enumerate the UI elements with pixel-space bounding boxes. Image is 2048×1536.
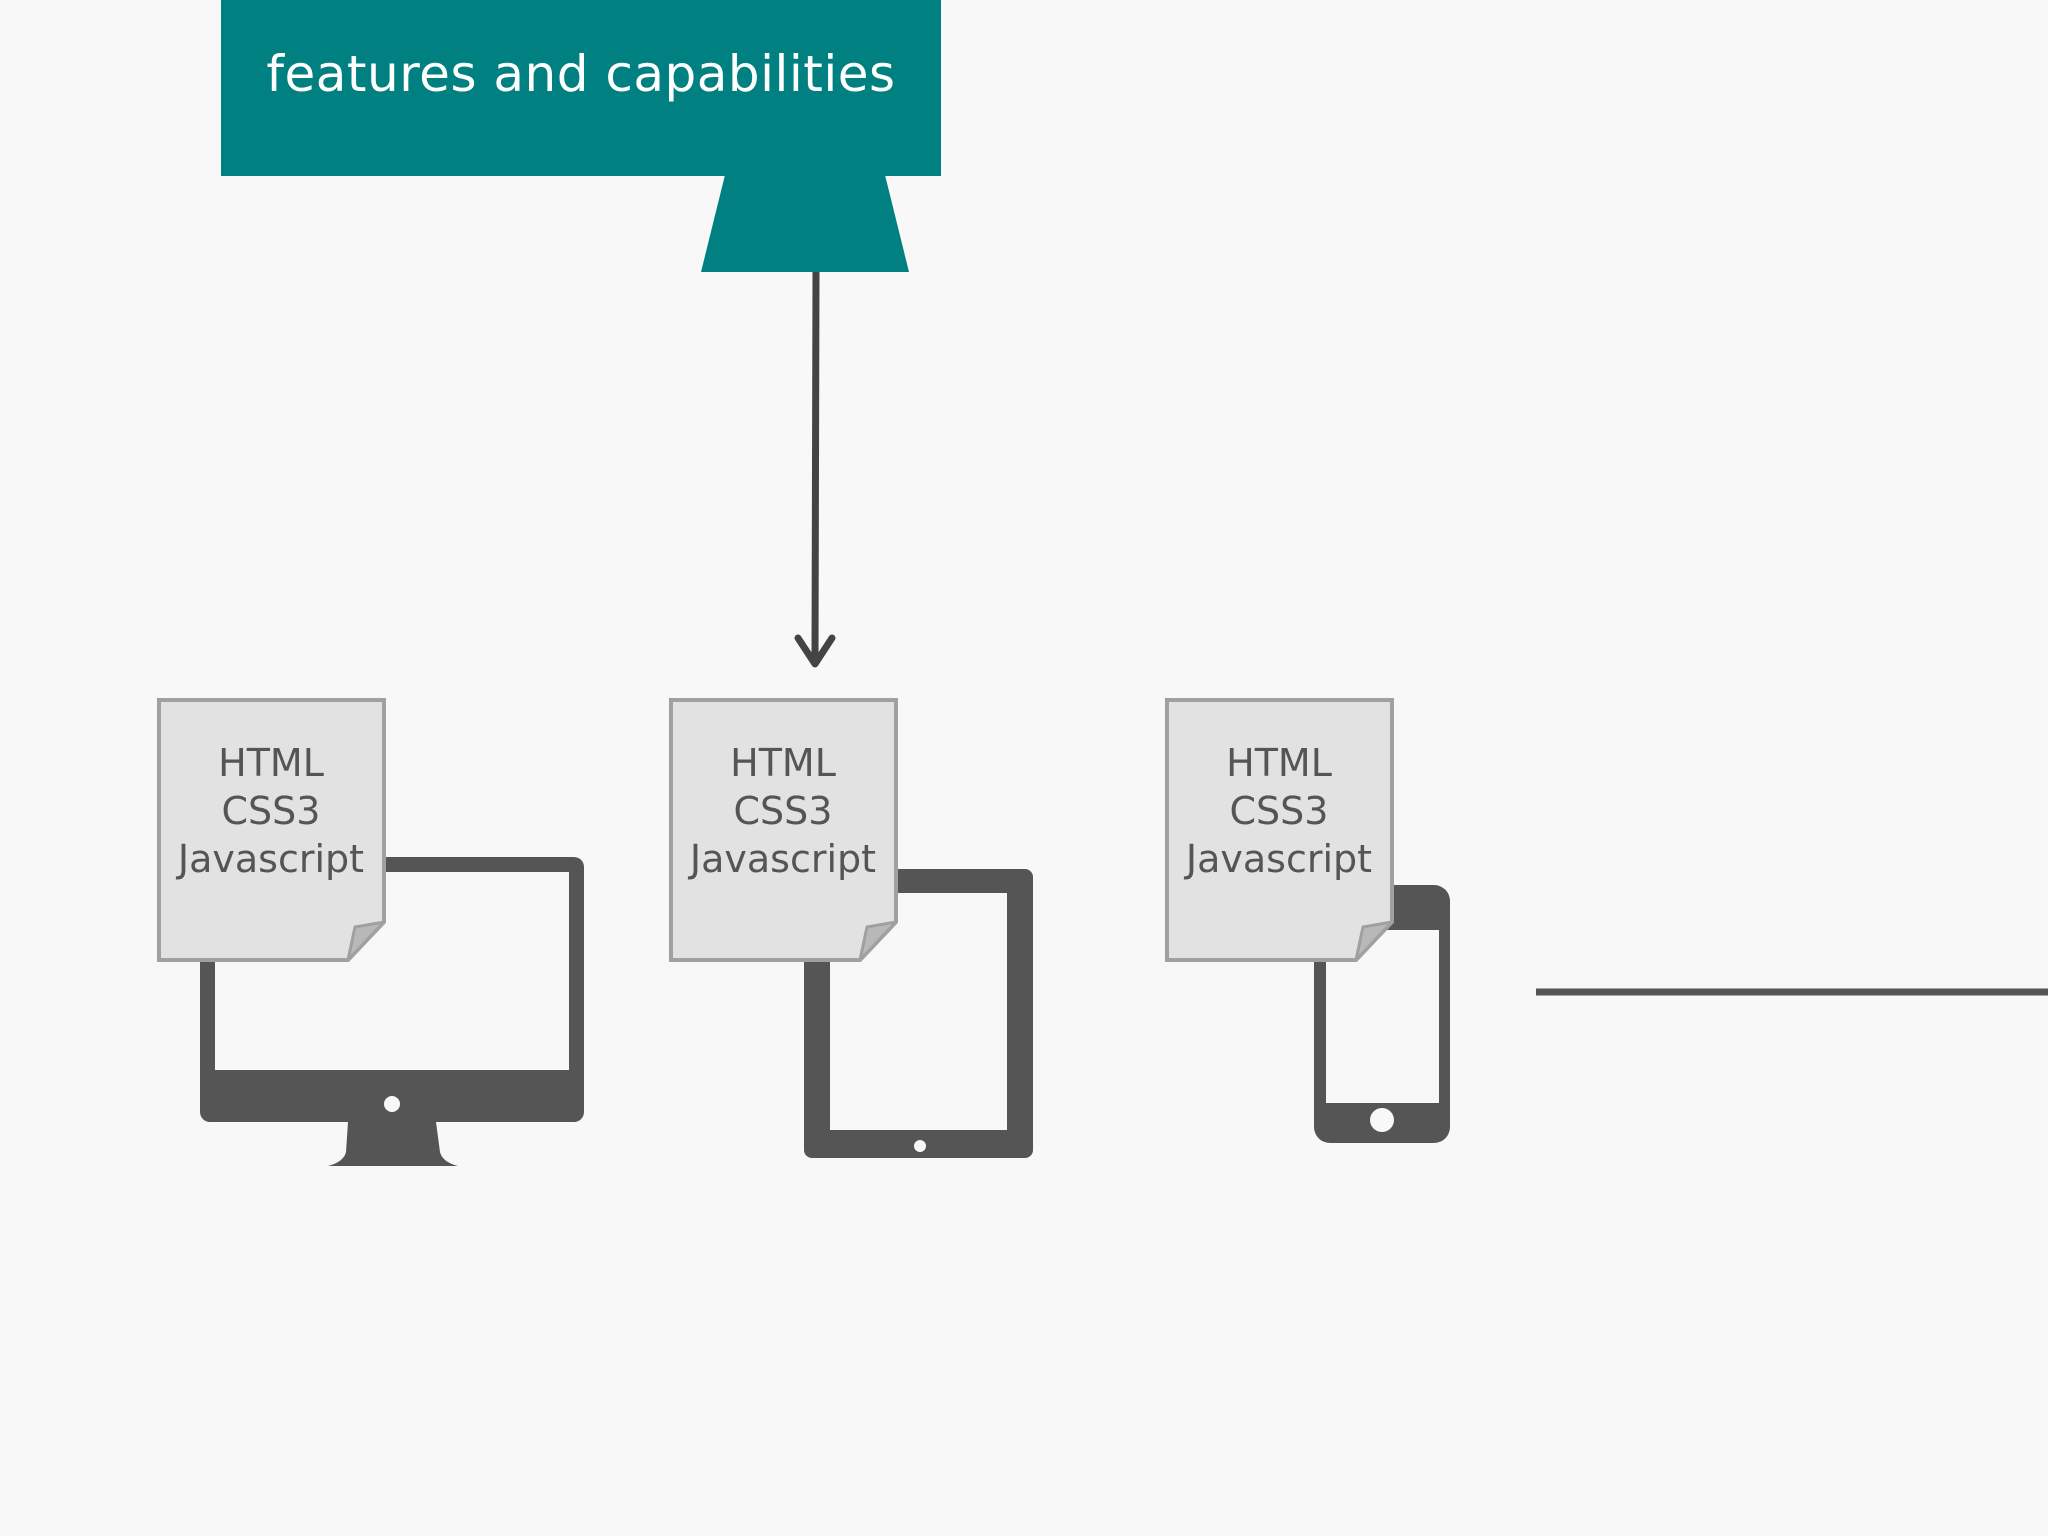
document-card [157, 698, 386, 962]
document-text-desktop: HTML CSS3 Javascript [159, 739, 383, 883]
document-text-phone: HTML CSS3 Javascript [1167, 739, 1391, 883]
desktop-monitor-icon [200, 857, 584, 1166]
document-card [1165, 698, 1394, 962]
doc-line-html: HTML [1226, 741, 1332, 785]
doc-line-css3: CSS3 [1229, 789, 1329, 833]
doc-line-html: HTML [730, 741, 836, 785]
doc-line-css3: CSS3 [221, 789, 321, 833]
banner-title: features and capabilities [266, 45, 896, 103]
doc-line-javascript: Javascript [1185, 837, 1373, 881]
doc-line-css3: CSS3 [733, 789, 833, 833]
down-arrow [794, 271, 836, 668]
doc-line-html: HTML [218, 741, 324, 785]
smartphone-icon [1314, 885, 1450, 1143]
doc-line-javascript: Javascript [689, 837, 877, 881]
doc-line-javascript: Javascript [177, 837, 365, 881]
document-text-tablet: HTML CSS3 Javascript [671, 739, 895, 883]
document-card [669, 698, 898, 962]
banner-shape [221, 0, 941, 272]
